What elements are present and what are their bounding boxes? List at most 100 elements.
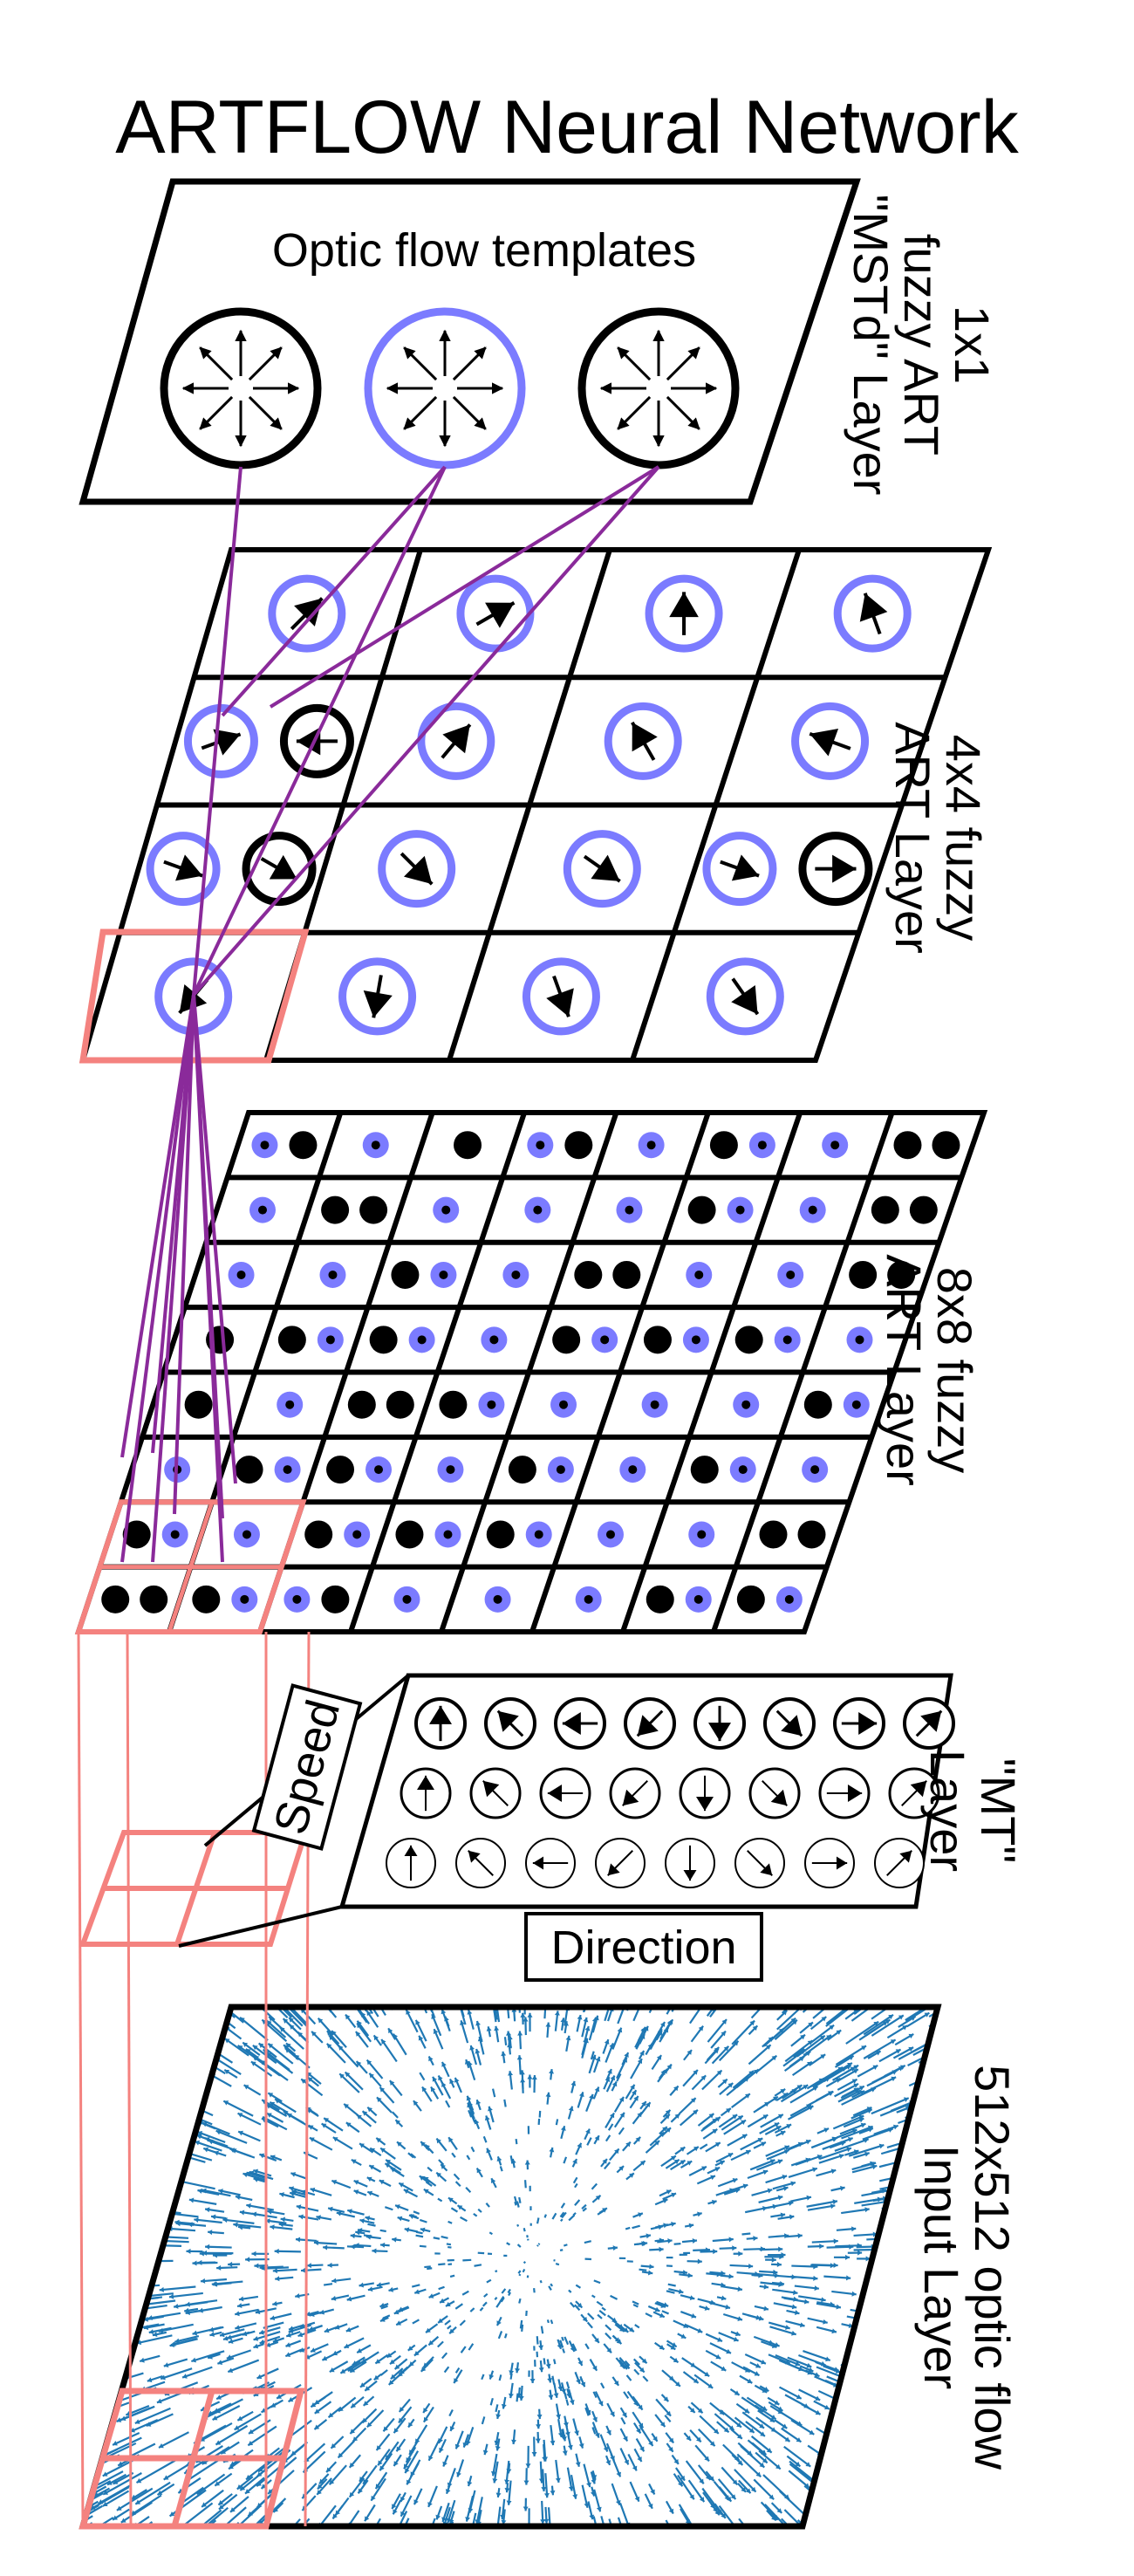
flow-vector [424, 2007, 435, 2018]
flow-vector-head [622, 2412, 627, 2418]
flow-vector [675, 2525, 691, 2526]
direction-arrow-head-icon [696, 1796, 714, 1812]
mstd-templates [160, 307, 740, 469]
flow-vector-head [560, 2018, 566, 2023]
flow-vector [437, 2197, 443, 2203]
flow-vector [798, 2295, 826, 2302]
flow-vector [543, 2214, 547, 2218]
flow-vector [848, 2143, 885, 2157]
flow-vector-head [272, 2338, 278, 2343]
flow-vector [134, 2481, 171, 2505]
flow-vector-head [344, 2343, 350, 2348]
flow-vector-head [418, 2035, 424, 2041]
flow-vector-head [662, 2127, 667, 2132]
flow-vector-head [567, 2444, 573, 2450]
flow-vector [551, 2212, 557, 2220]
flow-vector-head [760, 2449, 766, 2456]
mt-unit [554, 1697, 606, 1750]
flow-vector-head [543, 2518, 550, 2524]
flow-vector-head [268, 2093, 274, 2098]
flow-vector [784, 2394, 810, 2409]
flow-vector-head [259, 2329, 264, 2335]
flow-vector-head [251, 2251, 256, 2257]
flow-vector-head [757, 2137, 763, 2143]
flow-vector-head [366, 2176, 372, 2182]
flow-vector-head [228, 2339, 234, 2344]
flow-vector-head [783, 2233, 789, 2239]
flow-vector [624, 2360, 631, 2367]
flow-vector [379, 2369, 388, 2376]
flow-vector-head [699, 2478, 704, 2484]
flow-vector [459, 2319, 466, 2326]
flow-vector [380, 2305, 388, 2310]
flow-vector [168, 2292, 203, 2299]
flow-vector-head [562, 2450, 568, 2456]
motion-unit [146, 832, 221, 907]
direction-arrow-head-icon [497, 1710, 519, 1732]
flow-vector-head [215, 2440, 222, 2445]
unit-dot [192, 1585, 221, 1613]
flow-vector-head [211, 2214, 216, 2220]
direction-arrow-head-icon [417, 1775, 434, 1791]
flow-vector-head [687, 2272, 693, 2278]
flow-vector-head [763, 2305, 769, 2312]
flow-vector-head [819, 2244, 824, 2250]
flow-vector-head [607, 2069, 612, 2074]
arrow-head-icon [859, 593, 888, 622]
flow-vector [474, 2264, 482, 2267]
flow-vector-head [737, 2286, 742, 2292]
flow-vector-head [613, 2380, 619, 2386]
flow-vector-head [536, 2414, 543, 2420]
flow-vector [415, 2234, 424, 2238]
flow-vector-head [747, 2450, 753, 2456]
flow-vector [807, 2090, 834, 2107]
unit-center [489, 1335, 499, 1345]
flow-vector-head [219, 2332, 225, 2338]
flow-vector [466, 2155, 471, 2161]
flow-vector-head [245, 2257, 250, 2263]
flow-vector [135, 2459, 176, 2484]
flow-vector-head [536, 2424, 542, 2429]
flow-vector-head [338, 2452, 344, 2458]
flow-vector-head [796, 2394, 802, 2400]
flow-vector-head [618, 2323, 624, 2329]
unit-dot [734, 1326, 763, 1354]
flow-vector-head [202, 2008, 208, 2013]
flow-vector-head [617, 2027, 623, 2033]
flow-vector [212, 2405, 241, 2422]
flow-vector-head [806, 2061, 812, 2067]
flow-vector-head [845, 2254, 850, 2260]
flow-vector-head [378, 2460, 383, 2466]
flow-vector [154, 2244, 182, 2247]
flow-vector [591, 2182, 598, 2190]
flow-vector-head [659, 2237, 665, 2244]
flow-vector-head [396, 2446, 401, 2452]
unit-dot-ring [686, 1261, 713, 1288]
flow-vector-head [284, 2543, 290, 2548]
unit-center [830, 1141, 840, 1150]
flow-vector-head [726, 2348, 732, 2354]
flow-vector-head [713, 2249, 718, 2255]
mt-unit [679, 1767, 731, 1819]
flow-vector-head [167, 2142, 172, 2148]
flow-vector-head [469, 2111, 475, 2117]
flow-vector [412, 2319, 420, 2325]
flow-vector-head [467, 2481, 473, 2487]
flow-vector [495, 2007, 501, 2023]
flow-vector [516, 2394, 519, 2402]
flow-vector-head [428, 2056, 434, 2062]
flow-vector [419, 2244, 427, 2248]
flow-vector-head [657, 2031, 662, 2037]
flow-vector-head [184, 2307, 189, 2313]
flow-vector [185, 2299, 218, 2306]
flow-vector-head [319, 2478, 324, 2484]
flow-vector-head [619, 1992, 625, 1997]
flow-vector-head [777, 2195, 783, 2201]
flow-vector-head [332, 2137, 338, 2142]
flow-vector-head [432, 2076, 438, 2082]
flow-vector-head [670, 2345, 676, 2350]
motion-unit [456, 574, 535, 653]
flow-vector [202, 2121, 230, 2135]
flow-vector-head [496, 2320, 502, 2326]
flow-vector-head [899, 1997, 905, 2001]
